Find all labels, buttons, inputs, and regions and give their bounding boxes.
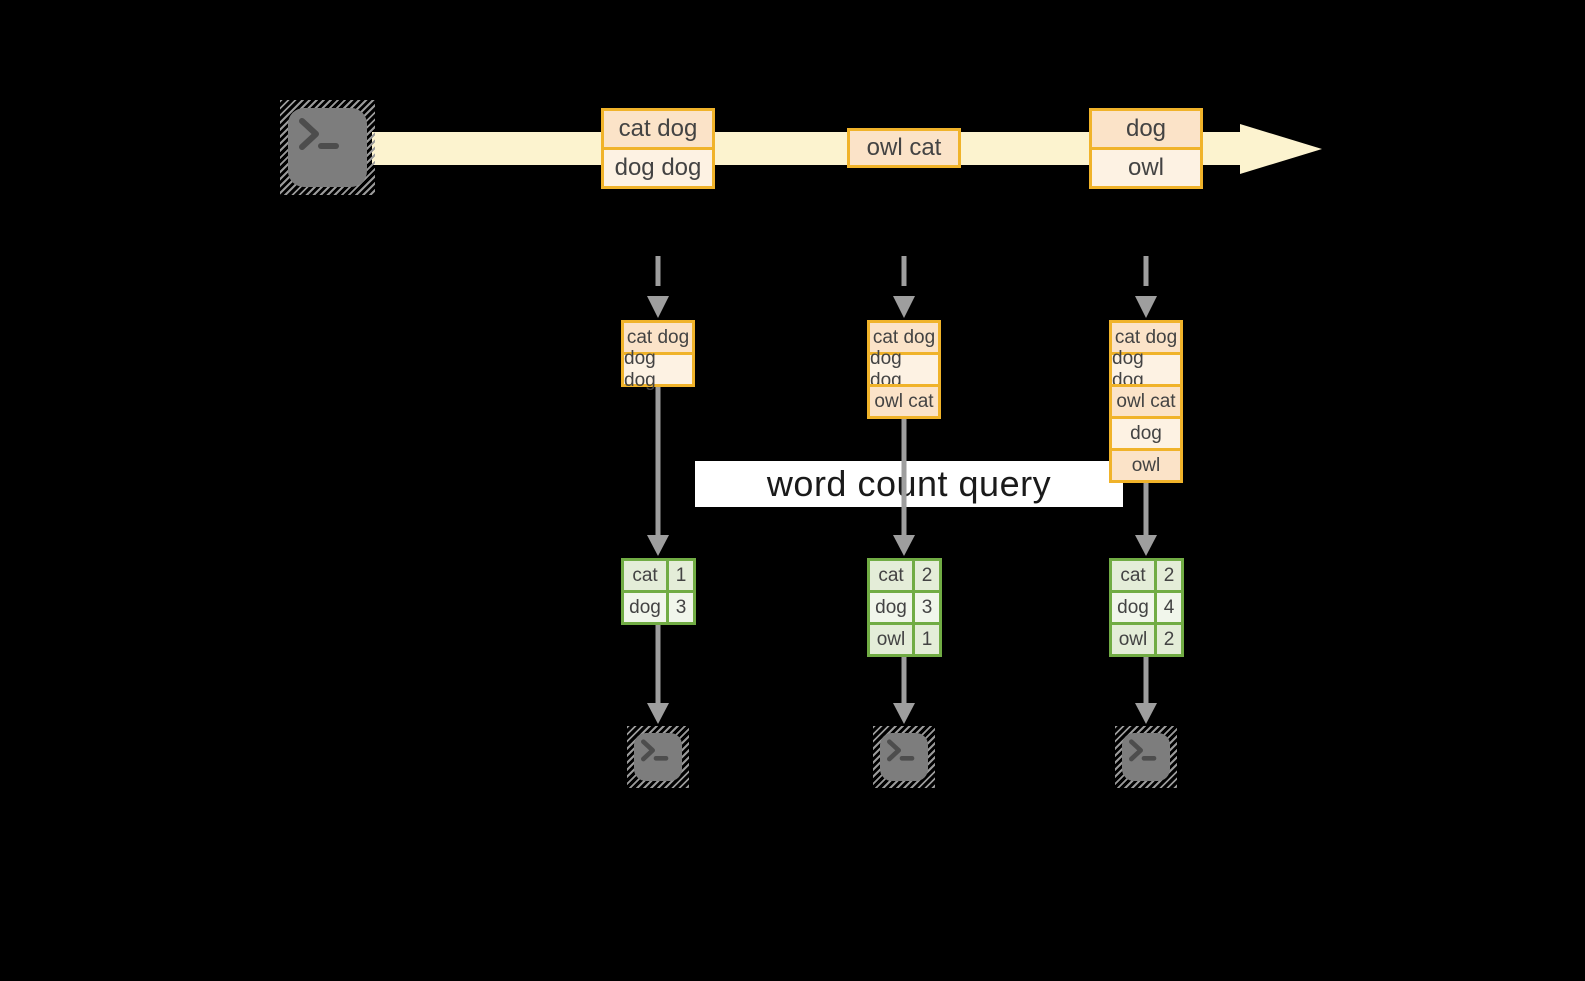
word-count-query-label: word count query <box>695 461 1123 507</box>
count-cell: 2 <box>1157 561 1181 590</box>
micro-batch-arrow-3 <box>1135 256 1157 318</box>
state-cell: dog dog <box>624 348 692 391</box>
count-cell: 3 <box>915 593 939 622</box>
word-cell: dog <box>1112 593 1154 622</box>
result-row: owl 1 <box>870 625 939 654</box>
word-cell: owl <box>1112 625 1154 654</box>
result-row: dog 4 <box>1112 593 1181 622</box>
result-row: cat 1 <box>624 561 693 590</box>
result-row: owl 2 <box>1112 625 1181 654</box>
count-cell: 2 <box>915 561 939 590</box>
result-row: dog 3 <box>870 593 939 622</box>
state-cell: owl cat <box>870 384 938 416</box>
result-row: cat 2 <box>870 561 939 590</box>
state-cell: cat dog <box>870 323 938 352</box>
sink-terminal-icon-2 <box>873 726 935 788</box>
query-arrow-3 <box>1135 481 1157 556</box>
terminal-prompt-icon <box>887 739 915 762</box>
state-box-1: cat dog dog dog <box>621 320 695 391</box>
count-cell: 1 <box>669 561 693 590</box>
stream-batch-box-1: cat dog dog dog <box>601 108 715 189</box>
state-cell: dog dog <box>1112 348 1180 391</box>
word-cell: owl <box>870 625 912 654</box>
state-box-3: cat dog dog dog owl cat dog owl <box>1109 320 1183 483</box>
stream-batch-box-2: owl cat <box>847 128 961 168</box>
state-cell: cat dog <box>1112 323 1180 352</box>
word-cell: dog <box>624 593 666 622</box>
count-cell: 2 <box>1157 625 1181 654</box>
stream-arrowhead <box>1240 124 1322 174</box>
query-arrow-1 <box>647 385 669 556</box>
result-row: cat 2 <box>1112 561 1181 590</box>
stream-batch-box-3: dog owl <box>1089 108 1203 189</box>
word-cell: cat <box>1112 561 1154 590</box>
word-cell: dog <box>870 593 912 622</box>
batch-cell: owl <box>1092 147 1200 186</box>
result-table-2: cat 2 dog 3 owl 1 <box>867 558 942 657</box>
output-arrow-1 <box>647 625 669 724</box>
count-cell: 4 <box>1157 593 1181 622</box>
result-table-3: cat 2 dog 4 owl 2 <box>1109 558 1184 657</box>
stream-source-terminal-icon <box>280 100 375 195</box>
micro-batch-arrow-1 <box>647 256 669 318</box>
sink-terminal-icon-3 <box>1115 726 1177 788</box>
state-cell: owl <box>1112 448 1180 480</box>
count-cell: 3 <box>669 593 693 622</box>
terminal-prompt-icon <box>299 118 339 150</box>
state-cell: cat dog <box>624 323 692 352</box>
batch-cell: dog <box>1092 111 1200 147</box>
terminal-prompt-icon <box>641 739 669 762</box>
micro-batch-arrow-2 <box>893 256 915 318</box>
output-arrow-2 <box>893 657 915 724</box>
batch-cell: dog dog <box>604 147 712 186</box>
terminal-prompt-icon <box>1129 739 1157 762</box>
sink-terminal-icon-1 <box>627 726 689 788</box>
word-cell: cat <box>870 561 912 590</box>
count-cell: 1 <box>915 625 939 654</box>
result-table-1: cat 1 dog 3 <box>621 558 696 625</box>
state-cell: dog <box>1112 416 1180 448</box>
output-arrow-3 <box>1135 657 1157 724</box>
result-row: dog 3 <box>624 593 693 622</box>
batch-cell: cat dog <box>604 111 712 147</box>
state-cell: dog dog <box>870 348 938 391</box>
state-cell: owl cat <box>1112 384 1180 416</box>
state-box-2: cat dog dog dog owl cat <box>867 320 941 419</box>
word-cell: cat <box>624 561 666 590</box>
batch-cell: owl cat <box>850 131 958 165</box>
